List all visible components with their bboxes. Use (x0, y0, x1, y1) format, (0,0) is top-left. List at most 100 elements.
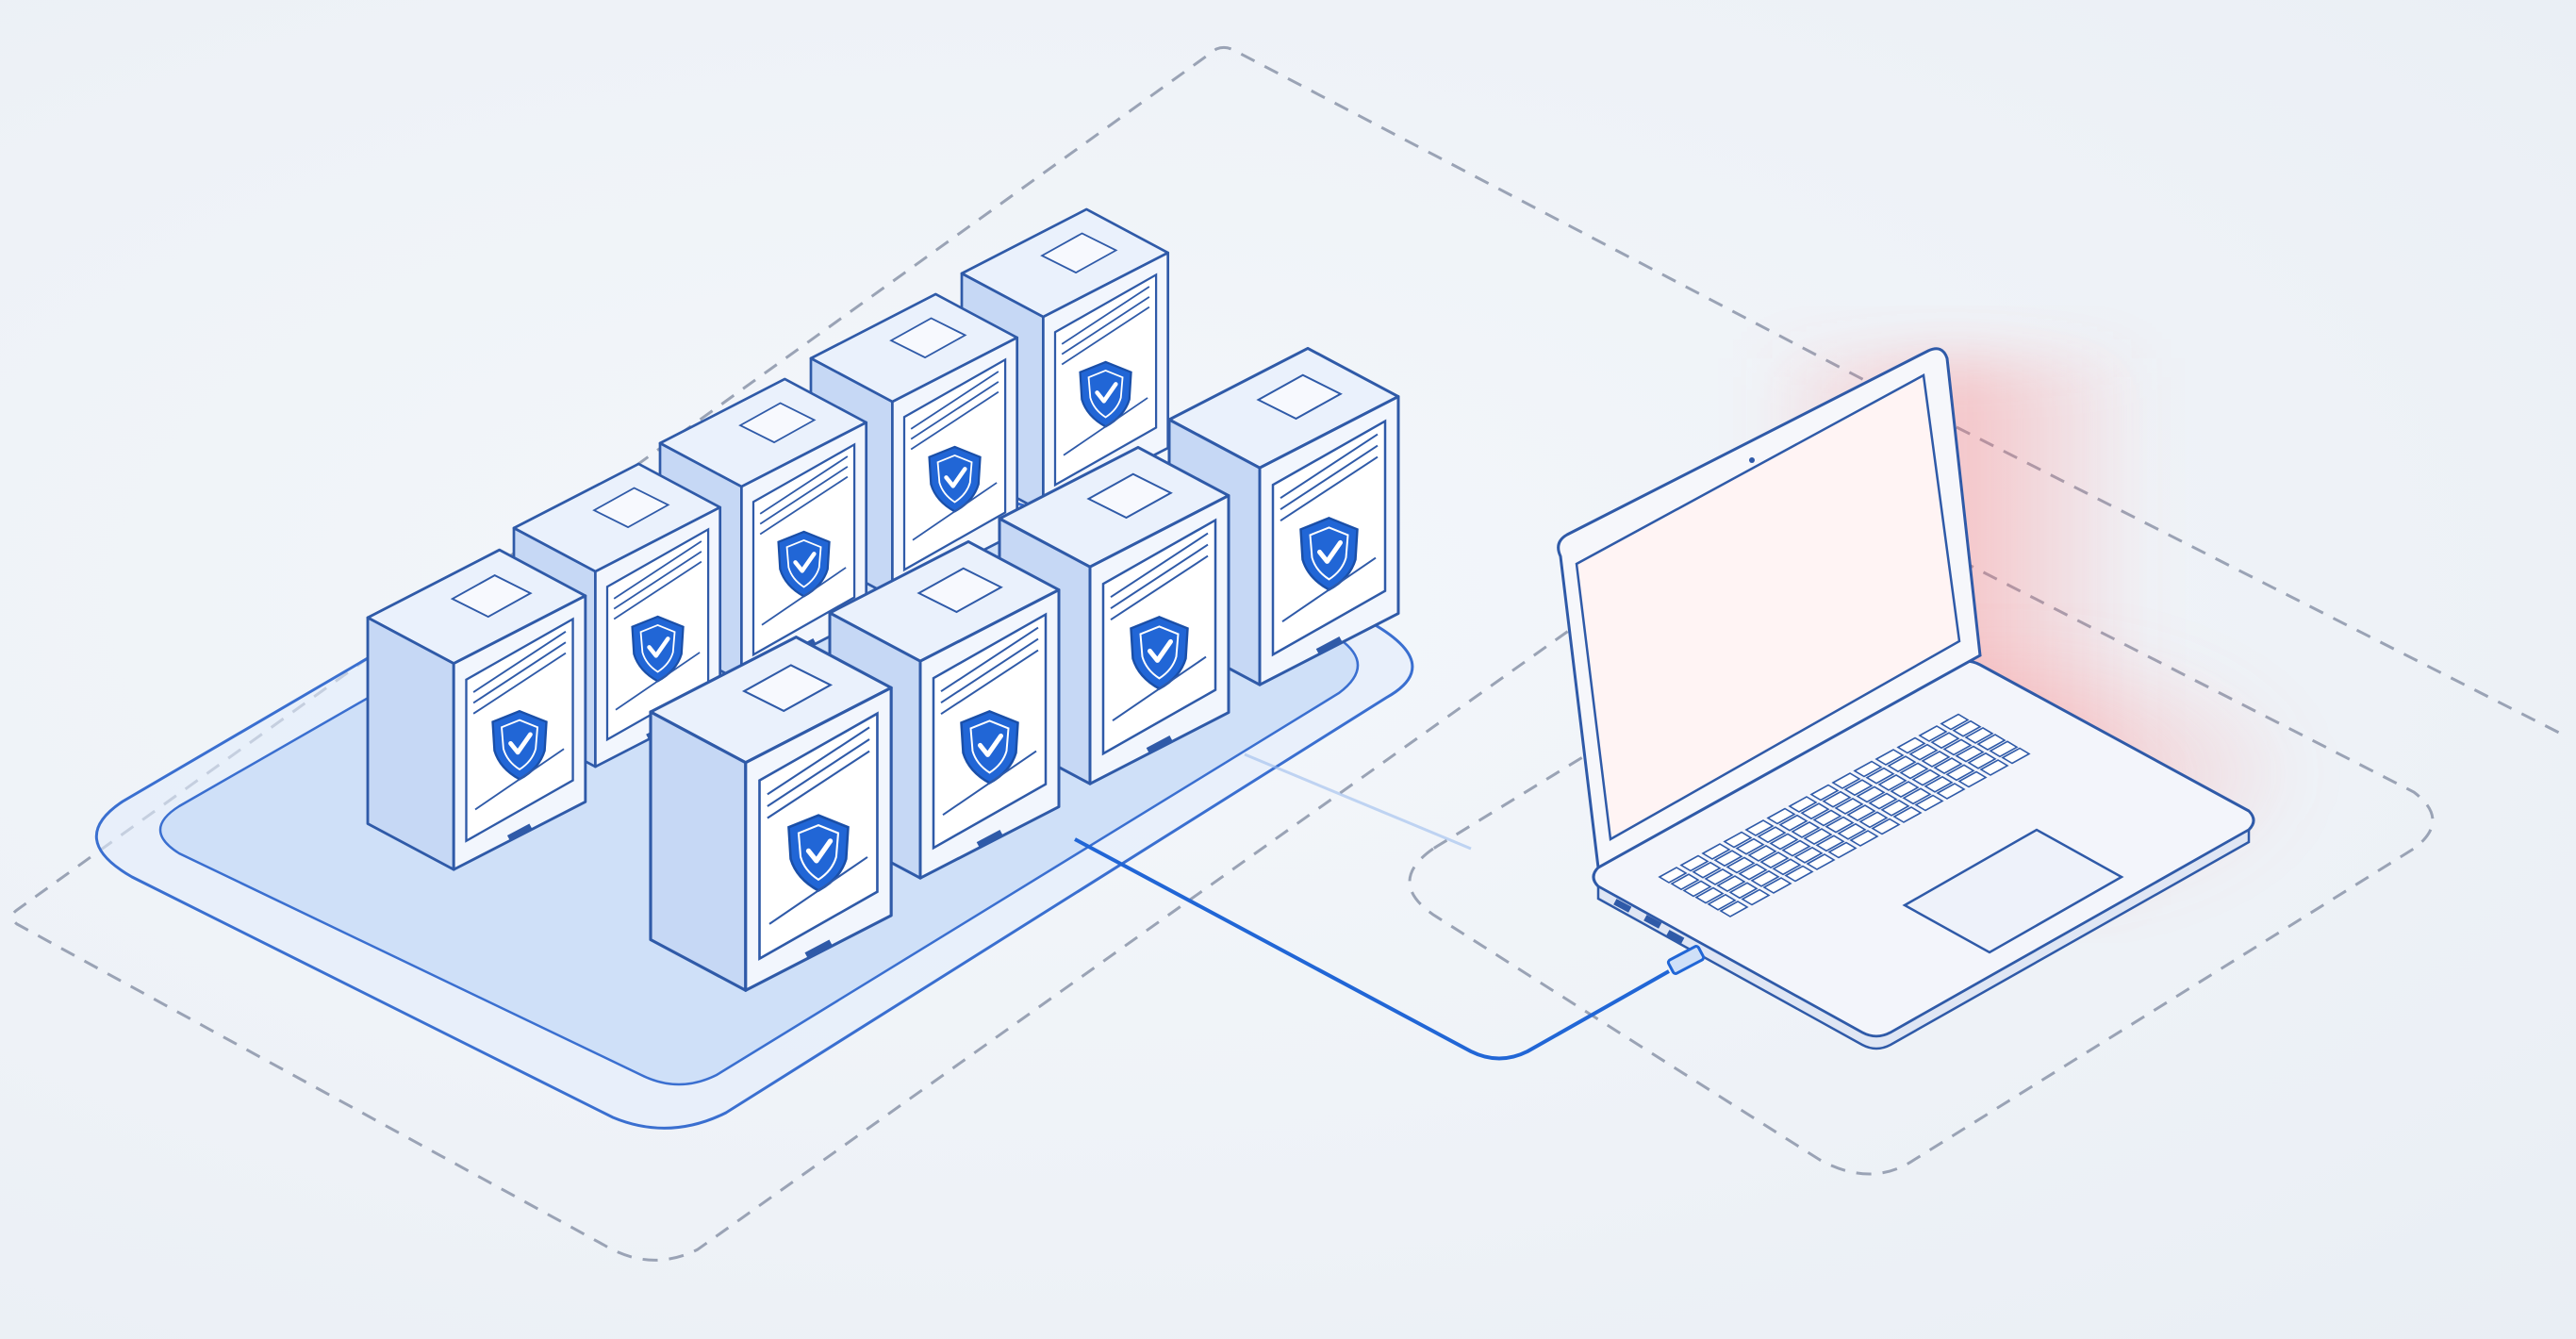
keyboard-key (1853, 760, 1883, 778)
keyboard-key (1726, 856, 1756, 874)
upper-link-dashed (1885, 389, 2566, 737)
server-front-4 (649, 636, 893, 992)
server-panel-line (1061, 286, 1150, 345)
keyboard-key (1723, 831, 1753, 849)
keyboard-key (1837, 822, 1867, 840)
keyboard-key (1957, 770, 1988, 788)
server-panel-line (767, 726, 870, 796)
keyboard-key (1759, 851, 1790, 869)
keyboard-key (1831, 772, 1861, 789)
server-panel-line (1061, 306, 1150, 366)
keyboard-key (1747, 844, 1777, 862)
server-slot (942, 750, 1037, 817)
keyboard-key (1793, 846, 1824, 864)
server-vent (592, 487, 670, 529)
server-slot (1281, 556, 1377, 623)
laptop-screen (1575, 373, 1961, 842)
server-left-face (649, 710, 748, 992)
server-vent (450, 574, 533, 619)
faint-uplink (1244, 752, 1472, 851)
server-panel-line (759, 475, 849, 536)
server-panel-line (1061, 296, 1150, 355)
keyboard-key (1791, 820, 1821, 838)
laptop-base-edge (1596, 827, 2251, 1050)
keyboard-key (1918, 725, 1948, 742)
keyboard-key (1806, 853, 1836, 870)
server-panel-line (1110, 543, 1209, 610)
usb-port (1613, 899, 1632, 913)
server-panel-line (472, 641, 567, 704)
shield-check-icon (491, 709, 548, 781)
keyboard-key (1902, 787, 1932, 805)
keyboard-key (1976, 734, 2006, 752)
keyboard-key (1955, 745, 1985, 763)
keyboard-key (1757, 826, 1787, 844)
keyboard-key (1846, 804, 1876, 822)
keyboard-key (1921, 750, 1951, 768)
keyboard-key (1825, 816, 1855, 834)
keyboard-key (1979, 759, 2009, 776)
keyboard-key (1707, 893, 1737, 911)
usb-port (1666, 930, 1685, 944)
keyboard-key (1812, 809, 1842, 827)
keyboard-key (1849, 830, 1879, 847)
server-panel-line (613, 540, 702, 600)
server-slot (912, 482, 998, 541)
keyboard-key (1694, 886, 1725, 904)
server-panel-line (940, 637, 1039, 704)
keyboard-key (1815, 835, 1845, 852)
keyboard-key (1940, 713, 1970, 731)
keyboard-key (1936, 783, 1966, 800)
server-panel-line (472, 631, 567, 693)
server-back-5 (366, 548, 587, 871)
server-slot (1063, 397, 1148, 456)
keyboard-key (1716, 875, 1746, 893)
keyboard-key (1788, 796, 1818, 813)
server-panel-line (910, 381, 999, 440)
server-cluster (366, 207, 1400, 992)
keyboard-key (1890, 781, 1920, 799)
laptop-keyboard (1658, 713, 2031, 917)
keyboard-key (1964, 726, 1994, 744)
laptop-camera (1749, 457, 1755, 463)
keyboard-key (1658, 867, 1688, 884)
keyboard-key (1877, 773, 1907, 791)
keyboard-key (1741, 888, 1771, 906)
server-vent (889, 317, 967, 359)
server-vent (1040, 232, 1118, 274)
keyboard-key (1679, 854, 1709, 872)
keyboard-key (1967, 752, 1997, 769)
server-panel-line (1110, 554, 1209, 621)
server-panel-line (472, 652, 567, 715)
keyboard-key (1945, 764, 1975, 782)
keyboard-key (1896, 736, 1926, 754)
keyboard-key (1834, 797, 1864, 815)
server-panel-line (759, 455, 849, 515)
keyboard-key (1800, 802, 1830, 820)
keyboard-key (1930, 732, 1960, 750)
keyboard-key (1880, 799, 1910, 817)
server-vent (738, 402, 817, 444)
keyboard-key (1856, 785, 1886, 803)
keyboard-key (1719, 901, 1749, 917)
keyboard-key (1778, 814, 1808, 832)
keyboard-key (1728, 882, 1759, 900)
keyboard-key (1933, 757, 1963, 775)
server-panel-line (1280, 433, 1379, 500)
keyboard-key (1803, 828, 1833, 846)
server-button (804, 939, 833, 959)
keyboard-key (1772, 858, 1802, 876)
keyboard-key (1892, 806, 1923, 823)
keyboard-key (1781, 839, 1811, 857)
keyboard-key (1701, 843, 1731, 860)
server-slot (1112, 655, 1207, 722)
keyboard-key (2001, 747, 2031, 765)
keyboard-key (1874, 749, 1905, 766)
server-slot (474, 748, 565, 811)
server-left-face (366, 616, 455, 871)
server-panel-line (759, 466, 849, 525)
server-button (506, 823, 533, 841)
keyboard-key (1908, 743, 1939, 761)
keyboard-key (1887, 755, 1917, 773)
